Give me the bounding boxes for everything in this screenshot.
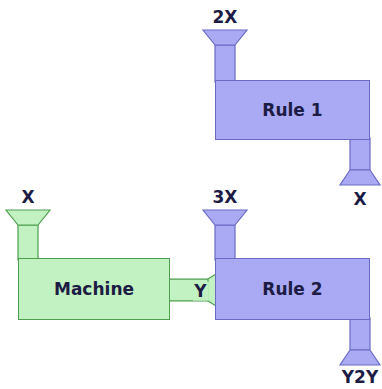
box-title: Machine [54, 279, 134, 299]
flow-label: X [21, 188, 34, 207]
flow-label: Y2Y [342, 368, 378, 387]
rule-2-pipes [203, 210, 380, 365]
rule-box: Rule 1 [215, 80, 370, 140]
box-title: Rule 2 [262, 279, 322, 299]
flow-label: 2X [213, 8, 238, 27]
flow-label: X [353, 190, 366, 209]
edge-label: Y [192, 282, 208, 301]
box-title: Rule 1 [262, 100, 322, 120]
rule-1-pipes [203, 30, 380, 185]
machine-box: Machine [18, 258, 170, 320]
pipe-connector [169, 274, 216, 306]
flow-label: 3X [213, 188, 238, 207]
rule-box: Rule 2 [215, 258, 370, 320]
machine-pipes [6, 210, 50, 260]
